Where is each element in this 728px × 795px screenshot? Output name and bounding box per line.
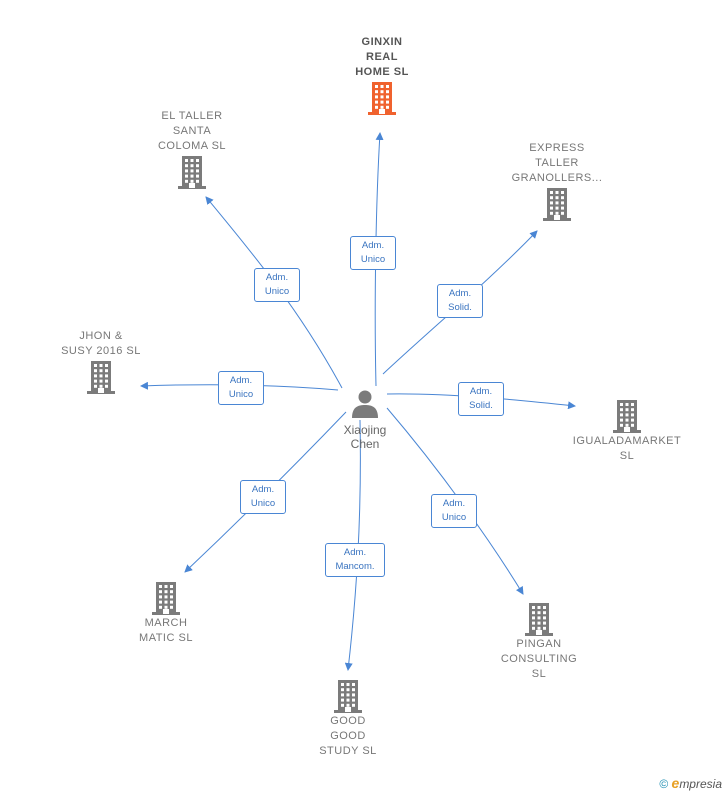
person-node[interactable]: Xiaojing Chen (325, 388, 405, 451)
company-node-jhon[interactable]: JHON & SUSY 2016 SL (36, 329, 166, 395)
company-name: PINGAN CONSULTING SL (500, 638, 578, 680)
role-badge-pingan: Adm. Unico (431, 494, 477, 528)
company-node-eltaller[interactable]: EL TALLER SANTA COLOMA SL (127, 109, 257, 190)
person-name: Xiaojing Chen (343, 423, 387, 451)
company-node-pingan[interactable]: PINGAN CONSULTING SL (474, 601, 604, 682)
building-icon (368, 82, 396, 115)
company-node-ginxin[interactable]: GINXIN REAL HOME SL (317, 35, 447, 116)
building-icon (334, 680, 362, 713)
company-name: EXPRESS TALLER GRANOLLERS... (511, 142, 603, 184)
company-node-iguala[interactable]: IGUALADAMARKET SL (562, 398, 692, 464)
role-badge-eltaller: Adm. Unico (254, 268, 300, 302)
building-icon (613, 400, 641, 433)
company-name: JHON & SUSY 2016 SL (61, 330, 141, 357)
person-icon (352, 390, 378, 418)
building-icon (178, 156, 206, 189)
role-badge-ginxin: Adm. Unico (350, 236, 396, 270)
building-icon (525, 603, 553, 636)
copyright-icon: © (659, 777, 669, 791)
company-name: EL TALLER SANTA COLOMA SL (157, 110, 227, 152)
role-badge-iguala: Adm. Solid. (458, 382, 504, 416)
role-badge-jhon: Adm. Unico (218, 371, 264, 405)
building-icon (152, 582, 180, 615)
company-name: MARCH MATIC SL (139, 617, 193, 644)
building-icon (543, 188, 571, 221)
role-badge-march: Adm. Unico (240, 480, 286, 514)
company-node-express[interactable]: EXPRESS TALLER GRANOLLERS... (492, 141, 622, 222)
company-name: GOOD GOOD STUDY SL (319, 715, 377, 757)
company-name: GINXIN REAL HOME SL (355, 36, 409, 78)
brand-logo-initial: e (671, 775, 680, 791)
company-node-march[interactable]: MARCH MATIC SL (101, 580, 231, 646)
role-badge-good: Adm. Mancom. (325, 543, 385, 577)
brand-name: mpresia (679, 777, 722, 791)
role-badge-express: Adm. Solid. (437, 284, 483, 318)
footer-brand: © empresia (659, 775, 722, 791)
company-node-good[interactable]: GOOD GOOD STUDY SL (283, 678, 413, 759)
company-name: IGUALADAMARKET SL (572, 435, 682, 462)
building-icon (87, 361, 115, 394)
